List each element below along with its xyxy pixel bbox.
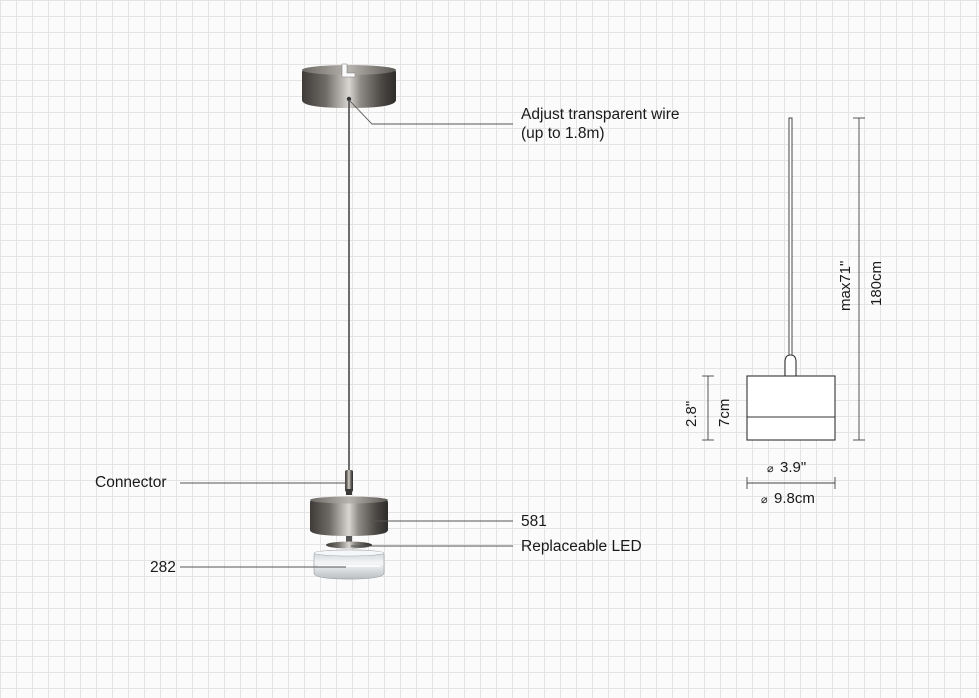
- diameter-inches-label: 3.9": [780, 459, 806, 476]
- replaceable-led-part: [326, 536, 372, 549]
- part-282-label: 282: [150, 559, 176, 576]
- lamp-body-581: [310, 496, 388, 536]
- dimension-drawing: [746, 117, 836, 441]
- ceiling-canopy: [302, 63, 396, 108]
- wire-label-line1: Adjust transparent wire: [521, 106, 680, 123]
- replaceable-led-label: Replaceable LED: [521, 538, 642, 555]
- glass-diffuser-282: [313, 549, 385, 580]
- body-height-dimension: [702, 375, 714, 441]
- height-inches-label: max71": [837, 261, 854, 311]
- lamp-body-outline: [746, 375, 836, 441]
- wire-label-line2: (up to 1.8m): [521, 125, 605, 142]
- diameter-symbol-icon: ⌀: [767, 463, 774, 475]
- body-height-inches-label: 2.8": [683, 401, 700, 427]
- diameter-cm-label: 9.8cm: [774, 490, 815, 507]
- body-height-cm-label: 7cm: [716, 399, 733, 427]
- diameter-dimension: [746, 477, 836, 489]
- overall-height-dimension: [853, 117, 865, 441]
- part-581-label: 581: [521, 513, 547, 530]
- diameter-symbol-icon: ⌀: [761, 494, 768, 506]
- height-cm-label: 180cm: [868, 261, 885, 306]
- connector-label: Connector: [95, 474, 167, 491]
- connector-part: [345, 470, 353, 495]
- wire-leader-line: [348, 99, 513, 125]
